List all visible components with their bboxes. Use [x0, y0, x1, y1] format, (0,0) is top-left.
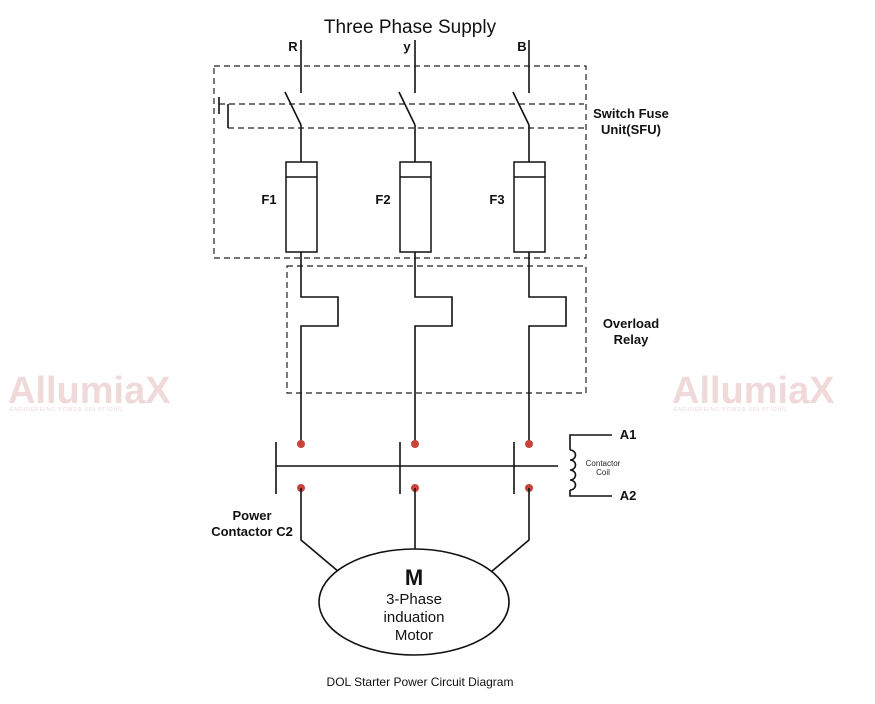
diagram-title: Three Phase Supply [324, 17, 497, 38]
motor-symbol: M [405, 565, 423, 590]
fuse-f2 [399, 161, 432, 253]
watermark-right: AllumiaX ENGINEERING POWER SOLUTIONS [672, 370, 835, 413]
motor-label-line2: induation [384, 609, 445, 626]
contactor-label-line2: Contactor C2 [211, 524, 293, 539]
diagram-caption: DOL Starter Power Circuit Diagram [327, 675, 514, 689]
motor-ellipse [318, 548, 510, 656]
watermark-logo-left: AllumiaX [8, 370, 171, 412]
fuse-label-f3: F3 [489, 192, 504, 207]
fuse-label-f1: F1 [261, 192, 276, 207]
watermark-logo-right: AllumiaX [672, 370, 835, 412]
sfu-label-line1: Switch Fuse [593, 106, 669, 121]
fuse-f3 [513, 161, 546, 253]
coil-terminal-a2: A2 [620, 488, 637, 503]
overload-label-line2: Relay [614, 332, 649, 347]
overload-label-line1: Overload [603, 316, 659, 331]
motor-feed-wires [300, 488, 530, 573]
coil-label-line1: Contactor [586, 459, 621, 468]
coil-terminal-a1: A1 [620, 427, 637, 442]
watermark-tagline-left: ENGINEERING POWER SOLUTIONS [10, 407, 123, 413]
motor-label-line3: Motor [395, 627, 433, 644]
fuse-f1 [285, 161, 318, 253]
coil-label-line2: Coil [596, 468, 610, 477]
sfu-linkage [218, 97, 584, 129]
phase-label-b: B [517, 39, 526, 54]
overload-relay-elements [300, 252, 567, 444]
power-contactor [275, 440, 558, 494]
watermark-left: AllumiaX ENGINEERING POWER SOLUTIONS [8, 370, 171, 413]
sfu-switches [284, 91, 530, 162]
motor-label-line1: 3-Phase [386, 591, 442, 608]
overload-relay-enclosure [286, 265, 587, 394]
fuse-label-f2: F2 [375, 192, 390, 207]
contactor-label-line1: Power [232, 508, 271, 523]
phase-label-y: y [403, 39, 411, 54]
sfu-enclosure [213, 65, 587, 259]
phase-label-r: R [288, 39, 298, 54]
sfu-label-line2: Unit(SFU) [601, 122, 661, 137]
contactor-coil [569, 434, 612, 497]
watermark-tagline-right: ENGINEERING POWER SOLUTIONS [674, 407, 787, 413]
